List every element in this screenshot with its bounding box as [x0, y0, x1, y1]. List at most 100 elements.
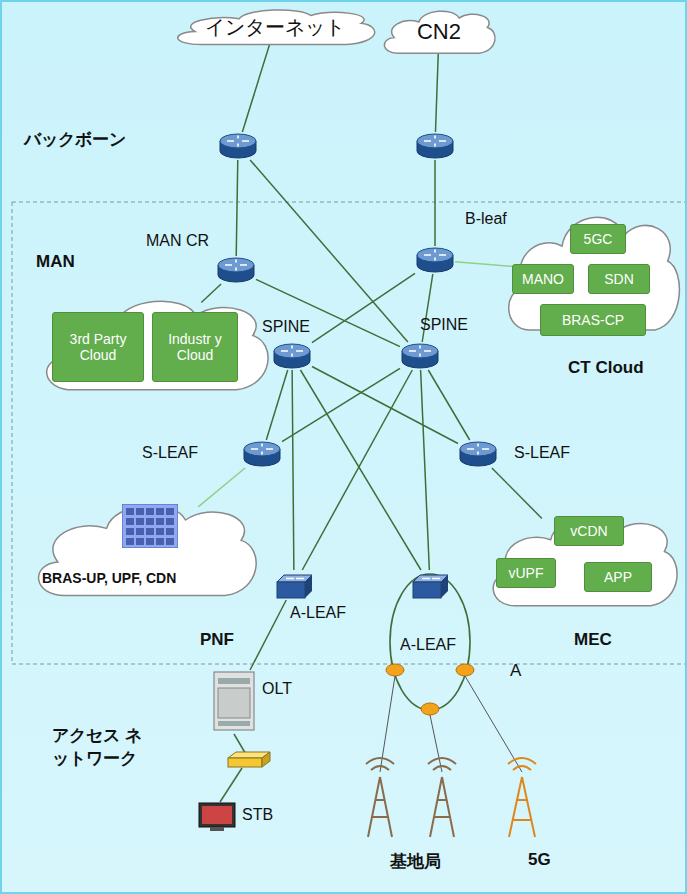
router-node: S-LEAF — [242, 440, 282, 468]
switch-node: A-LEAF — [274, 570, 314, 600]
router-icon — [242, 440, 282, 468]
router-node: MAN CR — [216, 256, 256, 284]
function-label: Industr y Cloud — [157, 331, 233, 363]
router-node: B-leaf — [415, 246, 455, 274]
router-node — [415, 132, 455, 160]
router-icon — [415, 246, 455, 274]
olt-icon — [212, 670, 256, 732]
cloud-node: MECvCDNvUPFAPP — [486, 502, 682, 620]
router-icon — [272, 342, 312, 370]
router-node — [218, 132, 258, 160]
device-label: B-leaf — [465, 210, 507, 228]
network-link — [428, 370, 469, 440]
function-label: 5GC — [584, 231, 613, 247]
network-link — [435, 160, 436, 246]
network-link — [302, 370, 412, 570]
server-icon — [122, 504, 178, 548]
cloud-node: 3rd Party Cloud Industr y Cloud — [38, 286, 274, 404]
function-label: vUPF — [509, 565, 544, 581]
ring-link — [390, 574, 470, 710]
region-label: アクセス ネットワーク — [52, 724, 152, 770]
cloud-label: PNF — [200, 630, 234, 650]
router-icon — [218, 132, 258, 160]
function-box: vCDN — [554, 516, 624, 546]
cloud-node: インターネット — [170, 4, 380, 50]
switch-node: A-LEAF — [410, 570, 450, 600]
cloud-node: CN2 — [380, 4, 498, 60]
device-label: OLT — [262, 680, 292, 698]
device-label: S-LEAF — [514, 444, 570, 462]
device-label: SPINE — [420, 316, 468, 334]
region-label: MAN — [36, 252, 75, 272]
router-icon — [458, 440, 498, 468]
function-label: vCDN — [570, 523, 607, 539]
function-box: 3rd Party Cloud — [52, 312, 144, 382]
5g-tower-icon — [508, 758, 536, 837]
function-box: BRAS-CP — [540, 304, 646, 336]
region-label: バックボーン — [24, 128, 126, 151]
network-link — [455, 262, 520, 267]
network-link — [300, 370, 421, 570]
function-label: 3rd Party Cloud — [57, 331, 139, 363]
region-label: A — [510, 661, 521, 681]
cloud-node: CT Cloud5GCMANOSDNBRAS-CP — [502, 198, 684, 348]
switch-icon — [274, 570, 314, 600]
region-divider — [12, 664, 687, 665]
function-box: APP — [584, 562, 652, 592]
network-link — [256, 279, 400, 346]
function-label: BRAS-CP — [562, 312, 624, 328]
region-label: 基地局 — [390, 850, 441, 873]
cloud-label: BRAS-UP, UPF, CDN — [42, 570, 176, 586]
function-box: Industr y Cloud — [152, 312, 238, 382]
function-label: MANO — [522, 271, 564, 287]
base-station-icon — [366, 758, 456, 837]
region-label: 5G — [528, 850, 551, 870]
router-node: S-LEAF — [458, 440, 498, 468]
device-label: A-LEAF — [290, 604, 346, 622]
device-label: S-LEAF — [142, 444, 198, 462]
network-link — [201, 284, 221, 303]
network-link — [236, 160, 238, 256]
function-box: MANO — [512, 264, 574, 294]
device-label: SPINE — [262, 318, 310, 336]
ont-icon — [228, 752, 270, 767]
function-box: vUPF — [496, 558, 556, 588]
cloud-node: BRAS-UP, UPF, CDNPNF — [30, 490, 262, 610]
network-link — [282, 368, 400, 441]
cloud-label: CT Cloud — [568, 358, 644, 378]
network-link — [266, 370, 287, 440]
region-divider — [12, 202, 13, 664]
switch-icon — [410, 570, 450, 600]
cloud-label: MEC — [574, 630, 612, 650]
radio-link — [380, 676, 522, 772]
cloud-label: CN2 — [417, 19, 461, 45]
cloud-label: インターネット — [205, 14, 345, 41]
ring-node — [386, 664, 474, 715]
network-link — [250, 600, 286, 670]
stb-icon — [198, 802, 236, 832]
network-link — [198, 468, 245, 507]
olt-node: OLT — [212, 670, 256, 732]
device-label: MAN CR — [146, 232, 209, 250]
network-link — [292, 370, 294, 570]
access-wire — [220, 768, 242, 802]
network-link — [435, 52, 438, 132]
router-node: SPINE — [272, 342, 312, 370]
router-icon — [216, 256, 256, 284]
region-divider — [12, 202, 687, 203]
network-link — [492, 468, 542, 519]
router-node: SPINE — [400, 342, 440, 370]
router-icon — [415, 132, 455, 160]
network-link — [421, 370, 430, 570]
function-label: APP — [604, 569, 632, 585]
network-link — [250, 160, 408, 342]
device-label: A-LEAF — [400, 636, 456, 654]
device-label: STB — [242, 806, 273, 824]
network-link — [312, 273, 415, 342]
network-link — [242, 44, 269, 132]
function-box: SDN — [588, 264, 650, 294]
stb-node: STB — [198, 802, 236, 832]
router-icon — [400, 342, 440, 370]
function-label: SDN — [604, 271, 634, 287]
